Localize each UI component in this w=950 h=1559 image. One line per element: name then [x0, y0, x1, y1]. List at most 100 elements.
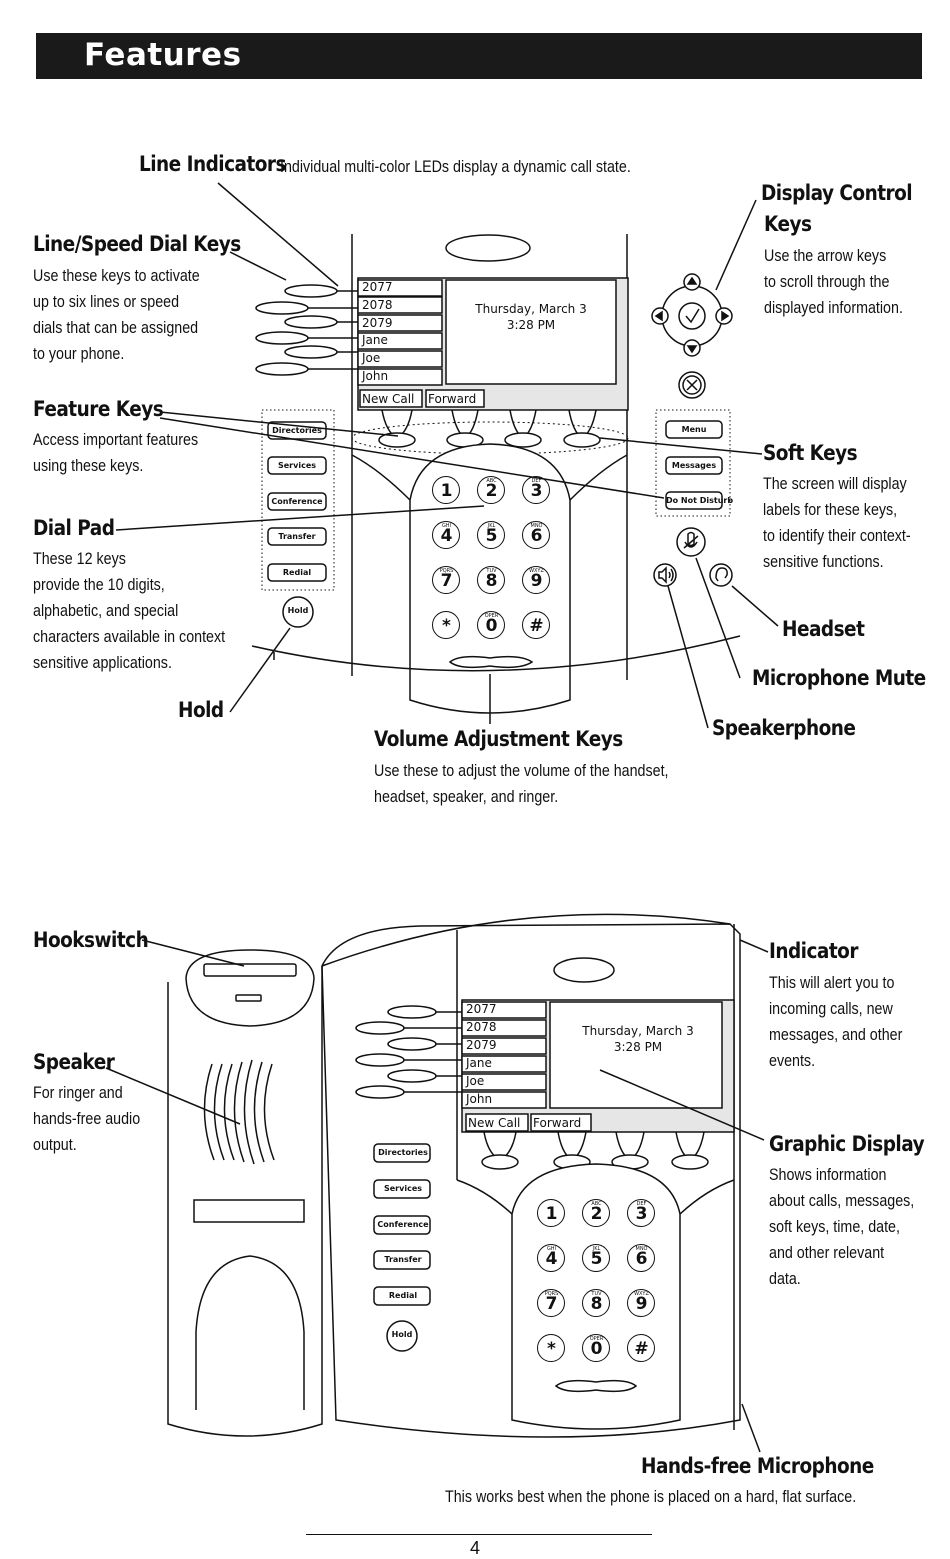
top-feature-key-label: Directories	[272, 426, 322, 435]
speaker-desc: For ringer and hands-free audio output.	[33, 1083, 141, 1154]
bottom-dial-digit: 6	[635, 1249, 648, 1269]
bottom-softkey-label: New Call	[468, 1116, 521, 1130]
bottom-dial-letters: TUV	[591, 1291, 602, 1297]
bottom-dial-letters: WXYZ	[634, 1291, 649, 1297]
mic-mute-title: Microphone Mute	[752, 666, 926, 690]
bottom-line-label: 2079	[466, 1038, 497, 1052]
bottom-screen-time: 3:28 PM	[613, 1040, 663, 1054]
indicator-desc: This will alert you to incoming calls, n…	[769, 973, 903, 1070]
top-dial-digit: 9	[530, 571, 543, 591]
bottom-line-label: 2077	[466, 1002, 497, 1016]
top-line-label: Joe	[362, 351, 381, 366]
bottom-feature-key-label: Directories	[378, 1148, 428, 1157]
bottom-feature-key-label: Transfer	[384, 1255, 422, 1264]
dial-pad-title: Dial Pad	[33, 516, 115, 540]
top-dial-letters: PQRS	[439, 568, 454, 574]
top-dial-key	[522, 611, 550, 639]
top-dial-letters: TUV	[486, 568, 497, 574]
bottom-dial-letters: GHI	[546, 1246, 557, 1252]
bottom-screen-date: Thursday, March 3	[582, 1024, 694, 1038]
bottom-dial-key	[537, 1289, 565, 1317]
top-dial-key	[477, 521, 505, 549]
bottom-dial-digit: 7	[545, 1294, 558, 1314]
volume-title: Volume Adjustment Keys	[374, 727, 623, 751]
bottom-feature-key-label: Conference	[377, 1220, 429, 1229]
bottom-dial-key	[537, 1244, 565, 1272]
bottom-dial-digit: 4	[545, 1249, 558, 1269]
top-softkey-label: Forward	[428, 392, 477, 406]
graphic-display-title: Graphic Display	[769, 1132, 925, 1156]
top-dial-digit: 0	[485, 616, 498, 636]
bottom-line-tabs	[461, 1001, 547, 1109]
top-feature-key-label: Transfer	[278, 532, 316, 541]
top-dial-letters: OPER	[484, 613, 499, 619]
mute-icon	[676, 527, 706, 557]
top-right-key-label: Messages	[671, 461, 717, 470]
bottom-dial-digit: #	[634, 1339, 649, 1359]
bottom-dial-letters: DEF	[636, 1201, 647, 1207]
top-feature-key-label: Redial	[282, 568, 312, 577]
speaker-icon	[653, 563, 677, 587]
display-control-desc: Use the arrow keys to scroll through the…	[764, 246, 903, 317]
speaker-title: Speaker	[33, 1050, 115, 1074]
headset-title: Headset	[782, 617, 865, 641]
bottom-hold-key-label: Hold	[391, 1330, 413, 1339]
volume-desc: Use these to adjust the volume of the ha…	[374, 761, 669, 806]
hookswitch-title: Hookswitch	[33, 928, 149, 952]
top-dial-key	[477, 566, 505, 594]
top-dial-digit: 8	[485, 571, 498, 591]
top-dial-letters: GHI	[441, 523, 452, 529]
bottom-dial-digit: 8	[590, 1294, 603, 1314]
dial-pad-desc: These 12 keys provide the 10 digits, alp…	[33, 549, 226, 672]
top-dial-key	[477, 476, 505, 504]
top-dial-digit: *	[442, 616, 451, 636]
speakerphone-title: Speakerphone	[712, 716, 856, 740]
soft-keys-desc: The screen will display labels for these…	[763, 474, 911, 571]
feature-keys-desc: Access important features using these ke…	[33, 430, 199, 475]
line-indicators-title: Line Indicators	[139, 152, 287, 176]
bottom-dial-key	[537, 1334, 565, 1362]
soft-keys-title: Soft Keys	[763, 441, 858, 465]
bottom-feature-key-label: Services	[383, 1184, 423, 1193]
top-dial-key	[522, 521, 550, 549]
top-dial-key	[432, 611, 460, 639]
top-line-keys	[255, 284, 358, 376]
speaker-grille	[203, 1059, 275, 1165]
bottom-dial-letters: MNO	[635, 1246, 648, 1252]
bottom-dial-key	[582, 1244, 610, 1272]
display-control-title-2: Keys	[764, 212, 812, 236]
top-dial-digit: 5	[485, 526, 498, 546]
feature-keys-title: Feature Keys	[33, 397, 164, 421]
top-dial-key	[432, 521, 460, 549]
bottom-dial-key	[627, 1289, 655, 1317]
top-line-label: Jane	[362, 333, 388, 348]
headset-icon	[709, 563, 733, 587]
top-dial-digit: 7	[440, 571, 453, 591]
display-control-title: Display Control	[761, 181, 913, 205]
top-dial-digit: 4	[440, 526, 453, 546]
top-right-key-label: Do Not Disturb	[666, 496, 734, 505]
bottom-dial-digit: 0	[590, 1339, 603, 1359]
bottom-dial-key	[627, 1244, 655, 1272]
handsfree-mic-title: Hands-free Microphone	[641, 1454, 874, 1478]
top-dial-letters: JKL	[487, 523, 496, 529]
top-dial-letters: ABC	[486, 478, 497, 484]
top-dial-key	[522, 476, 550, 504]
footer-rule	[306, 1534, 652, 1535]
top-dial-digit: 3	[530, 481, 543, 501]
bottom-dial-digit: 9	[635, 1294, 648, 1314]
bottom-dial-key	[582, 1289, 610, 1317]
top-screen-time: 3:28 PM	[506, 318, 556, 332]
page-number: 4	[469, 1538, 480, 1558]
top-hold-key-label: Hold	[287, 606, 309, 615]
top-dial-letters: WXYZ	[529, 568, 544, 574]
bottom-line-label: Jane	[466, 1056, 492, 1070]
handsfree-mic-desc: This works best when the phone is placed…	[445, 1487, 857, 1506]
bottom-line-label: Joe	[466, 1074, 485, 1088]
bottom-dial-letters: JKL	[592, 1246, 601, 1252]
top-dial-digit: 6	[530, 526, 543, 546]
bottom-dial-digit: 2	[590, 1204, 603, 1224]
bottom-dial-key	[582, 1334, 610, 1362]
top-line-label: 2077	[362, 280, 393, 294]
cancel-icon	[678, 371, 706, 399]
